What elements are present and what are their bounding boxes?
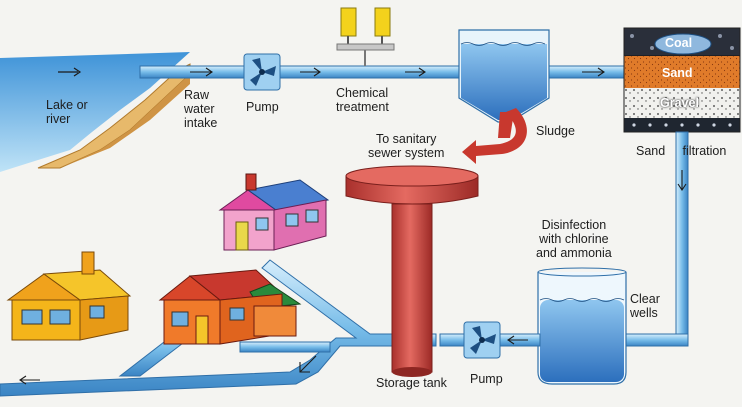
sedimentation-tank [458,29,550,138]
sand-label: Sand [662,66,693,80]
sanitary-sewer-label: To sanitary sewer system [368,132,445,160]
raw-water-intake-label: Raw water intake [184,88,218,130]
storage-tank-label: Storage tank [376,376,447,390]
pump-icon [243,53,281,91]
pump-label-bottom: Pump [470,372,503,386]
house-icon [6,251,132,341]
chemical-tank-icon [336,7,395,66]
pump-icon [463,321,501,359]
sand-filtration-label: Sand filtration [636,144,727,158]
filtered-water-pipe [615,131,689,347]
sludge-label: Sludge [536,124,575,138]
lake-label: Lake or river [46,98,88,126]
clear-wells [537,267,627,385]
disinfection-label: Disinfection with chlorine and ammonia [536,218,612,260]
gravel-label: Gravel [660,96,699,110]
sand-filter [623,27,741,133]
storage-tank [345,165,479,377]
house-icon [218,173,330,251]
sludge-arrow-icon [462,108,527,164]
raw-water-pipe [139,65,630,79]
coal-label: Coal [665,36,693,50]
pump-label-top: Pump [246,100,279,114]
chemical-treatment-label: Chemical treatment [336,86,389,114]
house-icon [158,269,302,345]
clear-wells-label: Clear wells [630,292,660,320]
